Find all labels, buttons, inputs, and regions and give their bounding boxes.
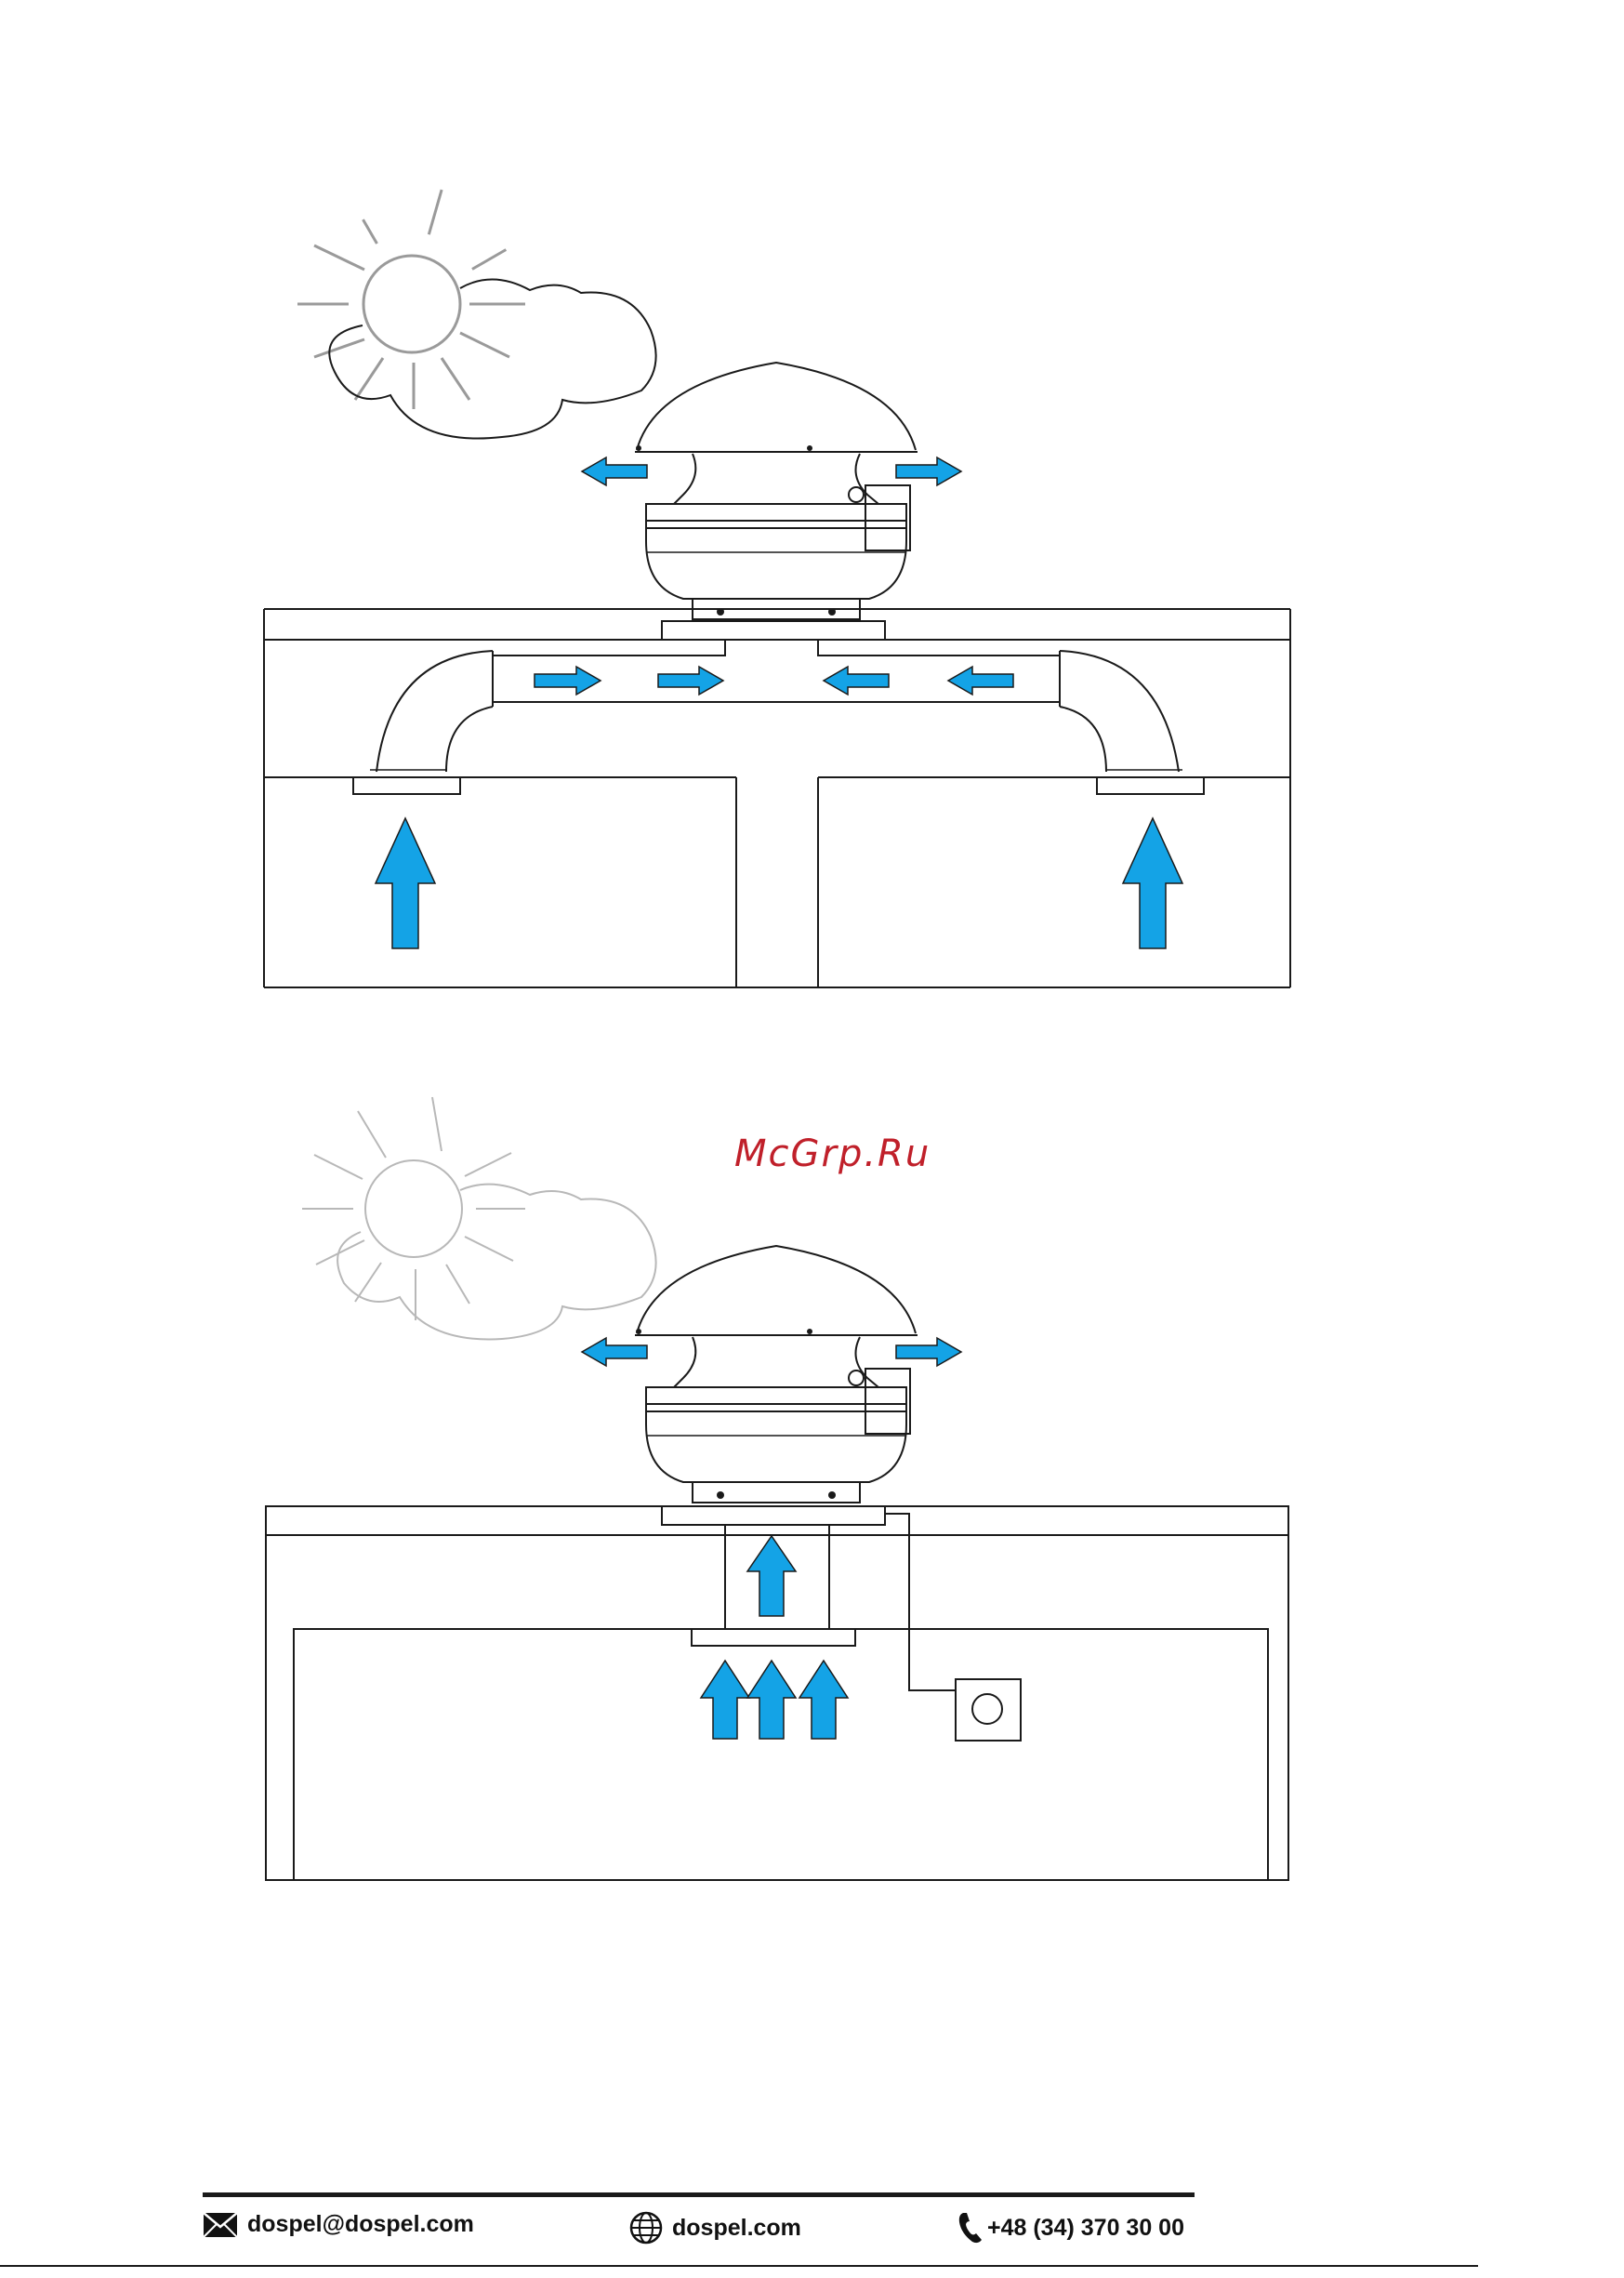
phone-icon	[957, 2211, 984, 2245]
envelope-icon	[203, 2212, 238, 2238]
footer-email[interactable]: dospel@dospel.com	[203, 2211, 474, 2238]
diagram-top	[264, 190, 1290, 987]
globe-icon	[629, 2211, 663, 2245]
sun-icon-2	[302, 1097, 525, 1320]
footer-divider	[203, 2192, 1195, 2197]
sun-icon	[297, 190, 525, 409]
phone-text: +48 (34) 370 30 00	[987, 2215, 1184, 2242]
website-text: dospel.com	[672, 2215, 801, 2242]
footer-phone[interactable]: +48 (34) 370 30 00	[957, 2211, 1184, 2245]
diagram-bottom	[266, 1097, 1288, 1880]
duct-system	[353, 640, 1204, 794]
airflow-arrows-bottom	[582, 1338, 961, 1739]
roof-fan-top	[635, 363, 918, 619]
cloud-icon-2	[337, 1185, 656, 1340]
watermark-text: McGrp.Ru	[734, 1132, 931, 1175]
control-switch	[885, 1514, 1021, 1741]
roof-fan-bottom	[635, 1246, 918, 1503]
page-bottom-rule	[0, 2265, 1478, 2267]
footer-website[interactable]: dospel.com	[629, 2211, 801, 2245]
email-text: dospel@dospel.com	[247, 2211, 474, 2238]
